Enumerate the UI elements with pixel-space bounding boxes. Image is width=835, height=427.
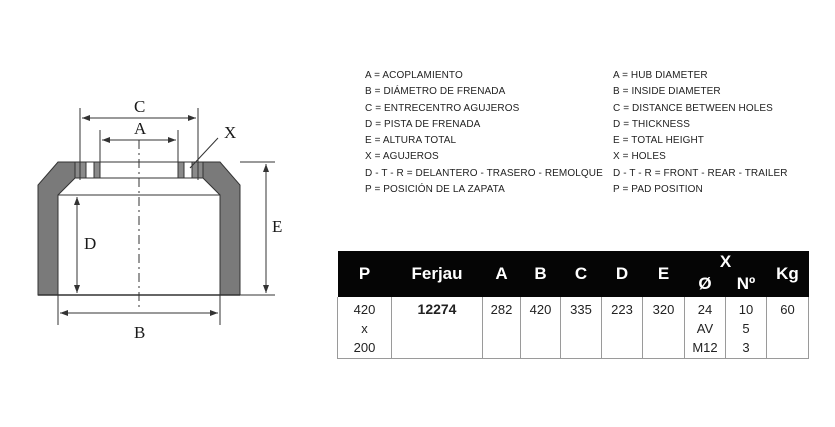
cell-x-number-line: 10 bbox=[738, 302, 754, 317]
legend-en-item: E = TOTAL HEIGHT bbox=[613, 135, 704, 147]
cell-x-diameter-line: 24 bbox=[697, 302, 713, 317]
cell-p-line: 200 bbox=[353, 340, 376, 355]
header-x-diameter: Ø bbox=[684, 251, 726, 297]
brake-drum-diagram: C A X D E B bbox=[37, 97, 282, 342]
header-x-number-label: Nº bbox=[736, 274, 756, 293]
header-p: P bbox=[337, 251, 392, 297]
header-x-diameter-label: Ø bbox=[698, 274, 712, 293]
legend-en-item: C = DISTANCE BETWEEN HOLES bbox=[613, 102, 773, 114]
cell-p-line: x bbox=[361, 321, 368, 336]
legend-english: A = HUB DIAMETER B = INSIDE DIAMETER C =… bbox=[613, 68, 788, 198]
legend-en-item: P = PAD POSITION bbox=[613, 184, 703, 196]
table-header-row: P Ferjau A B C D E Ø X Nº Kg bbox=[337, 251, 809, 297]
dimension-b-label: B bbox=[134, 323, 145, 342]
legend-es-item: E = ALTURA TOTAL bbox=[365, 135, 457, 147]
cell-e: 320 bbox=[642, 297, 685, 359]
cell-kg: 60 bbox=[766, 297, 809, 359]
cell-p: 420 x 200 bbox=[337, 297, 392, 359]
bolt-hole-left bbox=[85, 161, 95, 179]
legend-es-item: A = ACOPLAMIENTO bbox=[365, 70, 463, 81]
legend-en-item: X = HOLES bbox=[613, 151, 666, 163]
header-d: D bbox=[601, 251, 643, 297]
cell-x-number-line: 5 bbox=[742, 321, 750, 336]
drum-section-right bbox=[202, 161, 241, 296]
cell-d: 223 bbox=[601, 297, 643, 359]
header-kg: Kg bbox=[766, 251, 809, 297]
legend-es-item: D = PISTA DE FRENADA bbox=[365, 118, 481, 130]
cell-x-diameter-line: AV bbox=[696, 321, 714, 336]
legend-es-item: P = POSICIÓN DE LA ZAPATA bbox=[365, 184, 505, 196]
legend-es-item: X = AGUJEROS bbox=[365, 151, 439, 163]
cell-c: 335 bbox=[560, 297, 602, 359]
cell-x-number-line: 3 bbox=[742, 340, 750, 355]
legend-es-item: D - T - R = DELANTERO - TRASERO - REMOLQ… bbox=[365, 167, 603, 179]
header-a: A bbox=[482, 251, 521, 297]
legend-es-item: B = DIÁMETRO DE FRENADA bbox=[365, 86, 506, 98]
cell-p-line: 420 bbox=[353, 302, 376, 317]
cell-ferjau: 12274 bbox=[391, 297, 483, 359]
drum-section-left bbox=[37, 161, 76, 296]
header-x-label: X bbox=[719, 252, 732, 271]
cell-b: 420 bbox=[520, 297, 561, 359]
dimension-d-label: D bbox=[84, 234, 96, 253]
dimension-a-label: A bbox=[134, 119, 147, 138]
header-ferjau: Ferjau bbox=[391, 251, 483, 297]
legend-en-item: B = INSIDE DIAMETER bbox=[613, 86, 721, 98]
dimension-x-label: X bbox=[224, 123, 236, 142]
header-b: B bbox=[520, 251, 561, 297]
header-c: C bbox=[560, 251, 602, 297]
dimension-c-label: C bbox=[134, 97, 145, 116]
legend-es-item: C = ENTRECENTRO AGUJEROS bbox=[365, 102, 520, 114]
legend-en-item: D - T - R = FRONT - REAR - TRAILER bbox=[613, 167, 788, 179]
spec-table: P Ferjau A B C D E Ø X Nº Kg 420 x 200 1… bbox=[337, 251, 809, 359]
cell-x-diameter-line: M12 bbox=[692, 340, 718, 355]
legend-spanish: A = ACOPLAMIENTO B = DIÁMETRO DE FRENADA… bbox=[365, 68, 603, 198]
legend-en-item: D = THICKNESS bbox=[613, 118, 690, 130]
table-row: 420 x 200 12274 282 420 335 223 320 24 A… bbox=[337, 297, 809, 359]
header-e: E bbox=[642, 251, 685, 297]
dimension-e-label: E bbox=[272, 217, 282, 236]
cell-x-number: 10 5 3 bbox=[725, 297, 767, 359]
cell-x-diameter: 24 AV M12 bbox=[684, 297, 726, 359]
header-x-number: X Nº bbox=[720, 251, 767, 297]
bolt-hole-right bbox=[183, 161, 193, 179]
cell-a: 282 bbox=[482, 297, 521, 359]
legend-en-item: A = HUB DIAMETER bbox=[613, 70, 708, 81]
